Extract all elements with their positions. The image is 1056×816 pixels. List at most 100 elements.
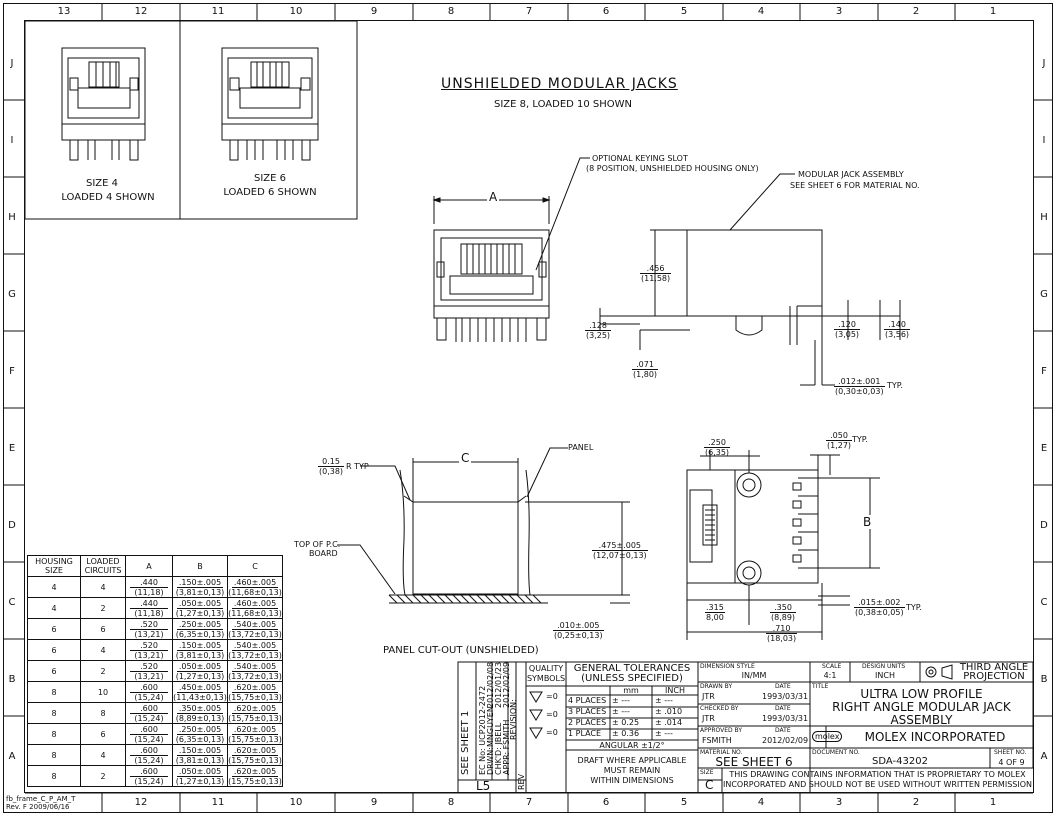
see-sheet-1: SEE SHEET 1 (460, 710, 471, 775)
dim-710: .710(18,03) (766, 624, 798, 643)
title-label: TITLE (812, 683, 829, 690)
dim-456: .456(11,58) (640, 264, 672, 283)
cell-mm: (15,24) (134, 713, 164, 723)
zone-top-8: 8 (447, 6, 455, 17)
cell-inch: .620±.005 (232, 766, 278, 777)
table-cell: 6 (27, 639, 81, 661)
cell-inch: .540±.005 (232, 661, 278, 672)
zone-side-D-r: D (1040, 520, 1048, 531)
table-cell-b: .250±.005(6,35±0,13) (172, 618, 228, 640)
table-cell-b: .150±.005(3,81±0,13) (172, 576, 228, 598)
cell-mm: (15,24) (134, 755, 164, 765)
table-cell-b: .450±.005(11,43±0,13) (172, 681, 228, 703)
table-cell: 8 (27, 765, 81, 787)
checked-date: 1993/03/31 (762, 714, 809, 723)
table-cell-a: .520(13,21) (125, 639, 173, 661)
tol-inch: ± .014 (655, 718, 683, 727)
assembly-note-2: SEE SHEET 6 FOR MATERIAL NO. (790, 181, 920, 190)
quality-sym-2: =0 (546, 710, 558, 719)
zone-top-2: 2 (912, 6, 920, 17)
cell-inch: .150±.005 (177, 745, 223, 756)
zone-top-4: 4 (757, 6, 765, 17)
tol-mm: ± --- (612, 696, 630, 705)
table-cell-c: .540±.005(13,72±0,13) (227, 660, 283, 682)
table-cell: 8 (27, 702, 81, 724)
drawn-by-label: DRAWN BY (700, 683, 733, 690)
material: SEE SHEET 6 (715, 755, 793, 769)
sheet-no: 4 OF 9 (998, 758, 1025, 767)
tol-inch: ± --- (655, 696, 673, 705)
cell-mm: (15,24) (134, 734, 164, 744)
cell-inch: .620±.005 (232, 745, 278, 756)
revision-label: REVISION: (509, 699, 518, 740)
projection: THIRD ANGLE PROJECTION (959, 662, 1029, 682)
cell-mm: (1,27±0,13) (175, 776, 225, 786)
zone-top-13: 13 (57, 6, 71, 17)
main-front-view (432, 157, 590, 342)
cell-inch: .050±.005 (177, 661, 223, 672)
main-side-view (599, 173, 901, 386)
zone-side-I-l: I (10, 135, 14, 146)
cell-inch: .600 (130, 683, 168, 693)
table-cell: 6 (80, 723, 126, 745)
cell-inch: .600 (130, 725, 168, 735)
table-cell-c: .620±.005(15,75±0,13) (227, 681, 283, 703)
table-cell: 8 (27, 681, 81, 703)
table-cell-c: .460±.005(11,68±0,13) (227, 576, 283, 598)
cell-mm: (13,21) (134, 671, 164, 681)
cell-mm: (1,27±0,13) (175, 608, 225, 618)
typ-012: TYP. (887, 381, 903, 390)
table-cell-a: .440(11,18) (125, 597, 173, 619)
panel-cutout-view (337, 447, 630, 604)
frame-ref-2: Rev. F 2009/06/16 (6, 803, 70, 811)
doc-label: DOCUMENT NO. (812, 749, 860, 756)
cell-mm: (15,75±0,13) (228, 776, 282, 786)
approved-date: 2012/02/09 (762, 736, 809, 745)
scale-label: SCALE (822, 663, 842, 670)
doc-no: SDA-43202 (872, 756, 928, 767)
cell-inch: .620±.005 (232, 724, 278, 735)
dim-style: IN/MM (741, 671, 767, 680)
design-units-label: DESIGN UNITS (862, 663, 906, 670)
rev-label: REV (517, 773, 526, 790)
cell-inch: .350±.005 (177, 703, 223, 714)
quality-sym-1: =0 (546, 692, 558, 701)
cell-mm: (15,75±0,13) (228, 734, 282, 744)
zone-top-9: 9 (370, 6, 378, 17)
cell-inch: .150±.005 (177, 640, 223, 651)
table-cell: 4 (80, 576, 126, 598)
drawn-date-label: DATE (775, 683, 791, 690)
cutout-title: PANEL CUT-OUT (UNSHIELDED) (383, 645, 539, 656)
angular: ANGULAR ±1/2° (599, 741, 665, 750)
size6-jack (221, 47, 319, 161)
table-cell: 8 (27, 723, 81, 745)
sheet-label: SHEET NO. (994, 749, 1027, 756)
dim-b-label: B (861, 515, 874, 529)
cell-inch: .050±.005 (177, 598, 223, 609)
cell-inch: .440 (130, 578, 168, 588)
keying-note-2: (8 POSITION, UNSHIELDED HOUSING ONLY) (586, 164, 759, 173)
cell-mm: (6,35±0,13) (175, 629, 225, 639)
table-cell: 2 (80, 765, 126, 787)
table-cell: 6 (27, 660, 81, 682)
cell-inch: .050±.005 (177, 766, 223, 777)
table-cell: 4 (27, 576, 81, 598)
cell-mm: (8,89±0,13) (175, 713, 225, 723)
cell-mm: (11,68±0,13) (228, 587, 282, 597)
zone-bottom-10: 10 (289, 797, 303, 808)
zone-top-11: 11 (211, 6, 225, 17)
zone-bottom-9: 9 (370, 797, 378, 808)
dim-050: .050(1,27) (826, 431, 853, 450)
cell-inch: .600 (130, 767, 168, 777)
zone-side-E-l: E (8, 443, 16, 454)
draft-1: DRAFT WHERE APPLICABLE (577, 756, 687, 765)
drawn-date: 1993/03/31 (762, 692, 809, 701)
zone-side-F-l: F (9, 366, 15, 377)
scale: 4:1 (823, 671, 837, 680)
